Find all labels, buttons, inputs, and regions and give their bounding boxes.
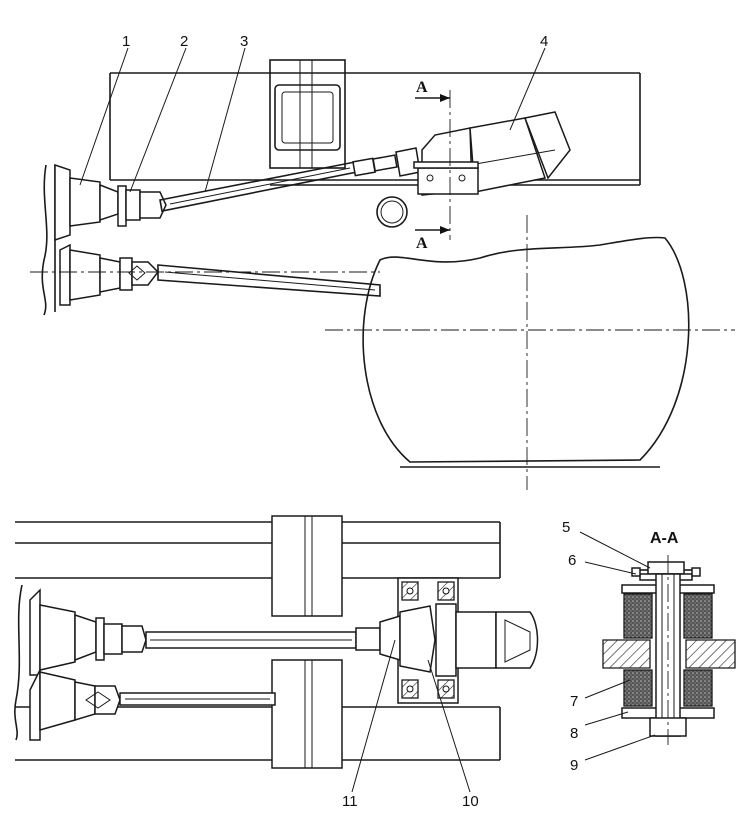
labels: 1 2 3 4 A A А-А 5 6 7 8 9 10 11 (122, 33, 679, 810)
rail-hole (376, 196, 408, 228)
callout-1: 1 (122, 33, 130, 50)
plan-hub-upper (29, 588, 381, 676)
section-cut-line (415, 90, 451, 240)
callout-6: 6 (568, 552, 576, 569)
callout-5: 5 (562, 519, 570, 536)
plan-cross-member (271, 515, 343, 769)
callout-4: 4 (540, 33, 548, 50)
top-view (30, 47, 735, 490)
wall-left (41, 164, 56, 316)
callout-7: 7 (570, 693, 578, 710)
callout-3: 3 (240, 33, 248, 50)
section-title: А-А (650, 530, 679, 547)
section-aa (579, 531, 736, 761)
bottom-view (14, 515, 539, 793)
callout-11: 11 (342, 793, 358, 810)
plan-rail-upper (15, 521, 501, 579)
drive-unit-4 (413, 111, 571, 196)
leader-lines-top (79, 47, 546, 193)
callout-8: 8 (570, 725, 578, 742)
lower-unit (59, 243, 159, 306)
lower-shaft (157, 264, 381, 297)
callout-9: 9 (570, 757, 578, 774)
cross-member (269, 59, 346, 169)
section-marker-bottom: A (416, 235, 428, 252)
callout-2: 2 (180, 33, 188, 50)
upper-unit-1 (54, 163, 167, 242)
section-marker-top: A (416, 79, 428, 96)
frame-rail (109, 72, 641, 186)
callout-10: 10 (462, 793, 479, 810)
tank-body (30, 215, 735, 490)
plan-wall-left (14, 584, 23, 741)
leader-lines-bottom (351, 639, 471, 793)
plan-mount-bracket (379, 577, 539, 704)
plan-hub-lower (29, 669, 276, 741)
